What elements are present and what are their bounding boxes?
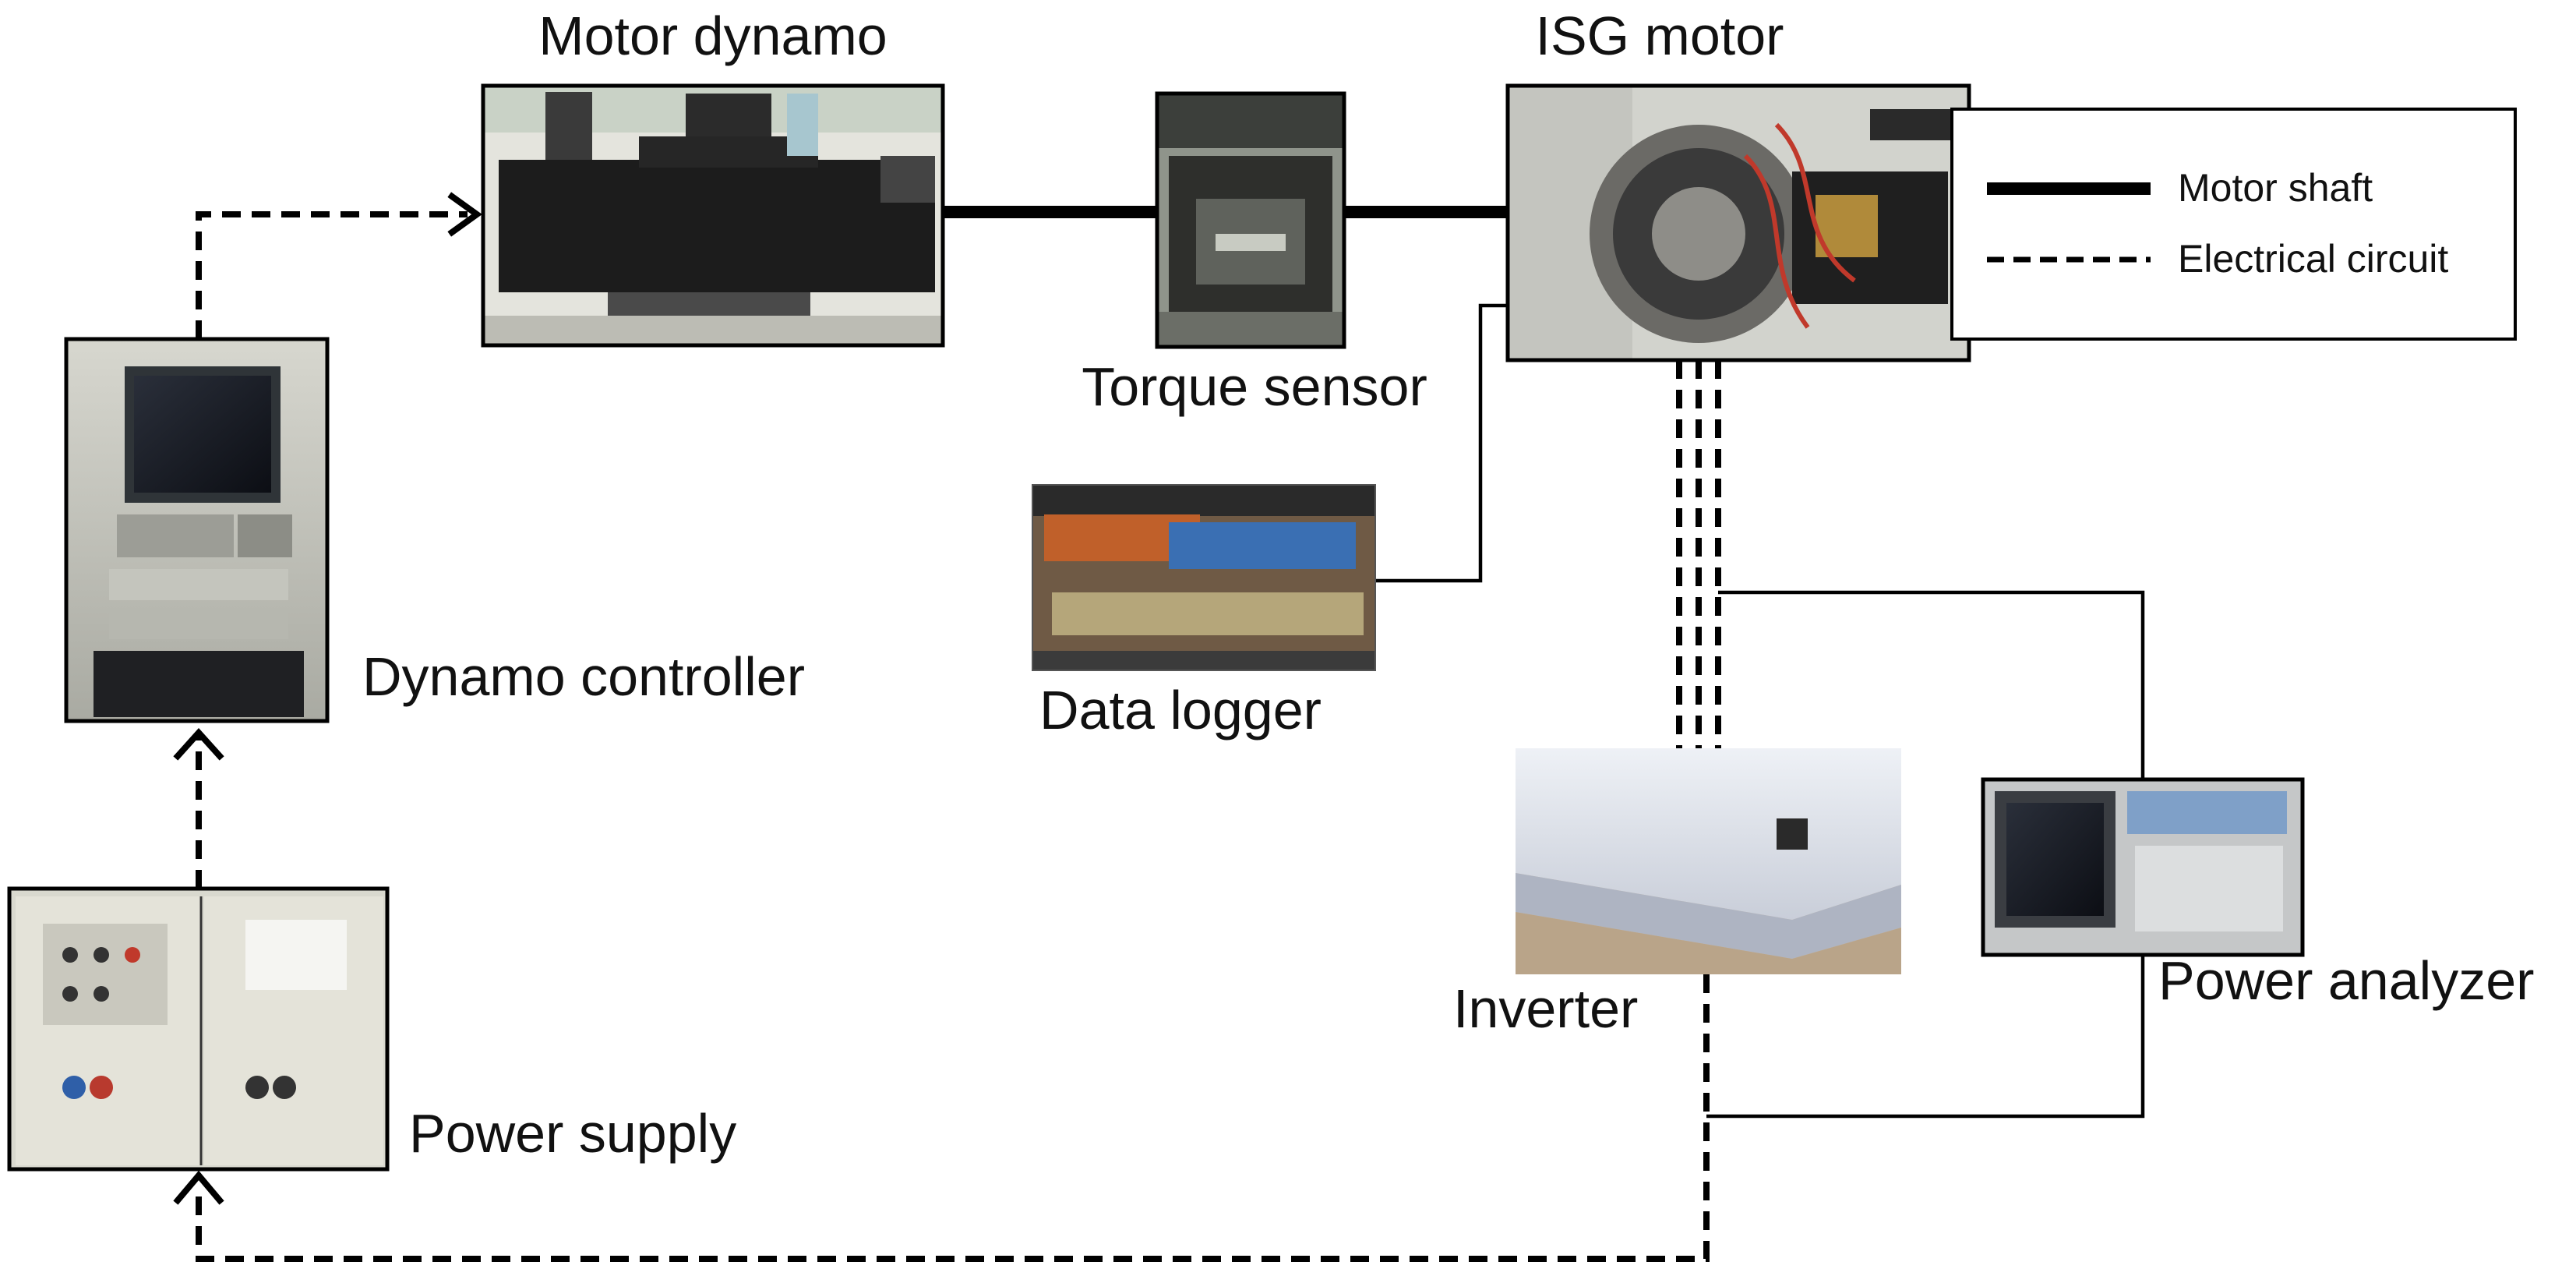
circuit-controller-to-dynamo: [196, 211, 468, 339]
isg-motor-photo: [1505, 83, 1971, 362]
label-inverter: Inverter: [1453, 978, 1638, 1039]
motor-dynamo-photo: [481, 83, 945, 348]
label-dynamo-controller: Dynamo controller: [362, 646, 805, 707]
power-supply-photo: [7, 886, 390, 1172]
label-torque-sensor: Torque sensor: [1082, 356, 1427, 417]
label-data-logger: Data logger: [1039, 680, 1322, 741]
legend-label-motor-shaft: Motor shaft: [2178, 166, 2373, 210]
label-power-supply: Power supply: [409, 1103, 736, 1164]
circuit-inverter-to-ps: [196, 974, 1710, 1262]
torque-sensor-photo: [1155, 91, 1346, 349]
data-logger-signal-line: [1375, 303, 1508, 583]
data-logger-photo: [1032, 484, 1376, 671]
arrowhead-dynamo: [447, 192, 482, 237]
inverter-photo: [1516, 748, 1901, 974]
power-analyzer-photo: [1981, 777, 2305, 957]
dynamo-controller-photo: [64, 337, 330, 723]
analyzer-current-line: [1706, 955, 2145, 1119]
legend-label-electrical-circuit: Electrical circuit: [2178, 237, 2448, 281]
legend: Motor shaft Electrical circuit: [1950, 108, 2517, 341]
analyzer-voltage-line: [1718, 590, 2145, 779]
label-isg-motor: ISG motor: [1536, 5, 1784, 66]
legend-box: [1950, 108, 2517, 341]
arrowhead-power-supply: [173, 1170, 224, 1205]
arrowhead-controller: [173, 728, 224, 761]
label-power-analyzer: Power analyzer: [2158, 950, 2534, 1011]
label-motor-dynamo: Motor dynamo: [538, 5, 887, 66]
